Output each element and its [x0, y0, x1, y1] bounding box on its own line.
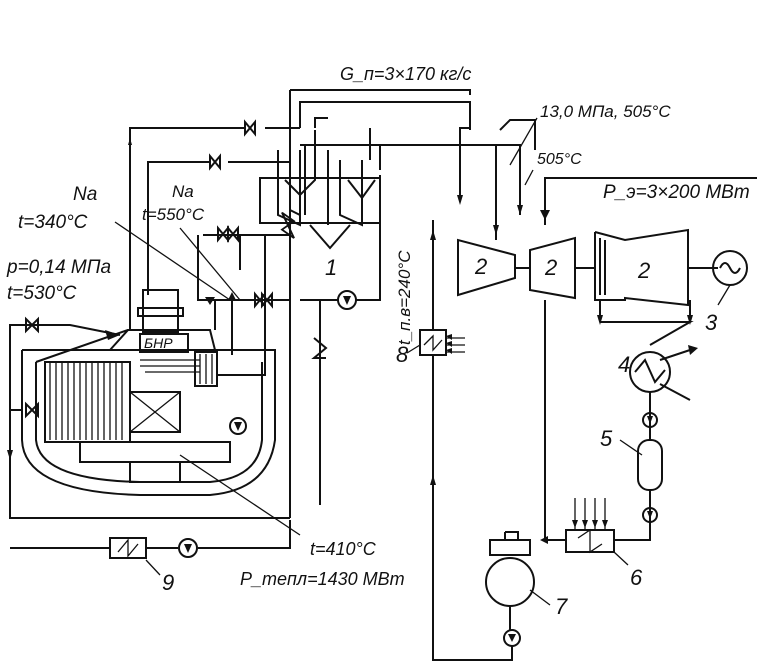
turbine-hp: 2	[457, 238, 516, 297]
primary-piping	[128, 119, 381, 518]
reheat-temp-label: 505°С	[537, 151, 582, 168]
generator-number: 3	[705, 310, 718, 335]
gas-pressure-label: p=0,14 МПа	[6, 257, 111, 278]
reactor-core	[44, 359, 231, 483]
sg-heater-number: 8	[396, 342, 409, 367]
turbine-ip-number: 2	[544, 255, 557, 280]
heater: 6	[565, 498, 643, 590]
main-steam-line	[289, 89, 757, 240]
generator: 3	[705, 250, 748, 335]
na-primary-label: Na	[73, 184, 97, 205]
leader-reheat	[524, 169, 534, 186]
steam-params-label: 13,0 МПа, 505°С	[540, 102, 671, 121]
outlet-temp-label: t=410°С	[310, 539, 377, 559]
thermal-power-label: P_тепл=1430 МВт	[240, 569, 405, 589]
sg-heater: 8	[396, 329, 465, 367]
steam-generator-number: 1	[325, 255, 337, 280]
na-primary-temp-label: t=340°С	[18, 212, 88, 233]
gas-cooling-loop: 9	[7, 316, 291, 595]
leader-outlet	[179, 454, 301, 536]
flow-label: G_п=3×170 кг/с	[340, 64, 471, 84]
na-secondary-temp-label: t=550°С	[142, 205, 205, 224]
leader-na-primary	[114, 221, 231, 301]
reactor-label: БНР	[144, 335, 173, 351]
leader-na-secondary	[179, 227, 241, 301]
ejector-number: 5	[600, 426, 613, 451]
deaerator-number: 7	[555, 594, 568, 619]
electric-power-label: P_э=3×200 МВт	[603, 182, 750, 203]
steam-generator: 1	[259, 101, 471, 280]
condenser-number: 4	[618, 352, 630, 377]
cooler-number: 9	[162, 570, 174, 595]
condenser: 4	[600, 321, 698, 401]
deaerator: 7	[485, 531, 568, 647]
heater-number: 6	[630, 565, 643, 590]
turbine-lp: 2	[594, 228, 689, 307]
feedwater-temp-label: t_п.в=240°С	[395, 250, 414, 345]
leader-steam-params	[509, 117, 538, 166]
turbine-lp-number: 2	[637, 258, 650, 283]
gas-temp-label: t=530°С	[7, 283, 77, 304]
turbine-hp-number: 2	[474, 254, 487, 279]
reactor-vessel: БНР	[21, 289, 276, 496]
turbine-ip: 2	[529, 236, 576, 300]
feedwater-line	[432, 355, 513, 661]
na-secondary-label: Na	[172, 182, 194, 201]
ejector: 5	[600, 426, 663, 491]
